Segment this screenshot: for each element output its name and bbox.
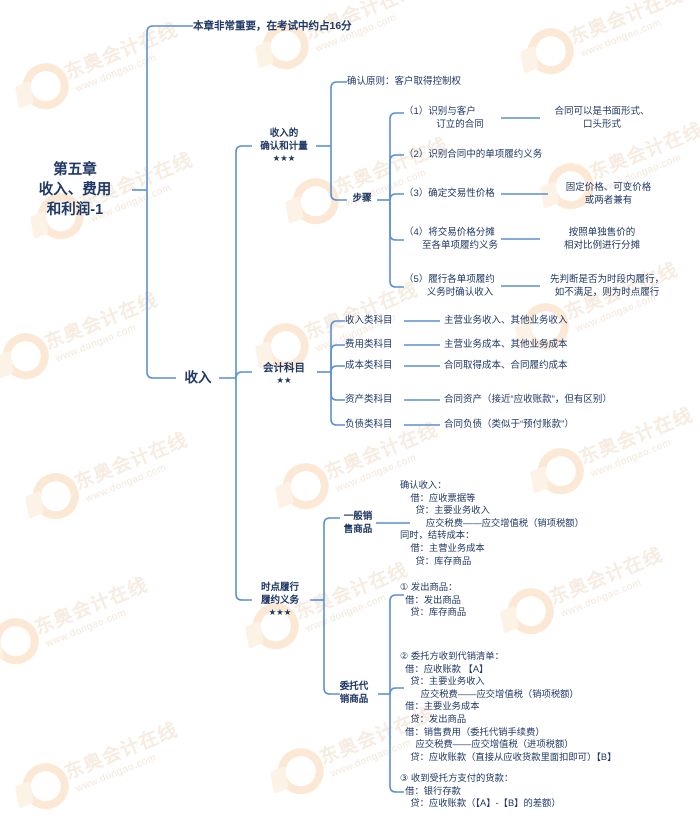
account-row-detail: 合同资产（接近“应收账款”，但有区别）: [444, 394, 612, 405]
step-item[interactable]: （3）确定交易性价格: [404, 188, 495, 199]
node-recognition-stars: ★★★: [272, 153, 296, 163]
line-account-row-5: [330, 372, 345, 426]
step-item[interactable]: （4）将交易价格分摊 至各单项履约义务: [404, 226, 502, 252]
root-line-3: 和利润-1: [46, 202, 104, 218]
line-account-row-3: [330, 365, 345, 373]
account-row-name[interactable]: 成本类科目: [345, 360, 393, 371]
top-note: 本章非常重要，在考试中约占16分: [193, 20, 352, 32]
node-accounts-label: 会计科目: [263, 362, 305, 374]
step-label-line-1: （5）履行各单项履约: [404, 274, 495, 285]
line-consignment-block-1: [389, 594, 404, 694]
step-item[interactable]: （5）履行各单项履约 义务时确认收入: [404, 273, 502, 299]
line-revenue-to-point: [235, 378, 252, 601]
step-detail-line-2: 如不满足，则为时点履行: [554, 287, 660, 298]
node-general-sale[interactable]: 一般销 售商品: [340, 511, 376, 536]
branch-revenue[interactable]: 收入: [184, 370, 212, 385]
step-detail: 合同可以是书面形式、 口头形式: [537, 105, 667, 131]
step-detail-line-1: 先判断是否为时段内履行，: [549, 274, 664, 285]
step-detail: 固定价格、可变价格 或两者兼有: [546, 181, 671, 207]
line-revenue-to-recognition: [235, 145, 252, 378]
root-line-1: 第五章: [53, 162, 97, 178]
consignment-block: ① 发出商品： 借：发出商品 贷：库存商品: [400, 582, 467, 618]
line-account-row-1: [330, 320, 345, 372]
line-revenue-to-accounts: [235, 371, 252, 379]
root-node[interactable]: 第五章 收入、费用 和利润-1: [18, 160, 132, 220]
node-recognition[interactable]: 收入的 确认和计量 ★★★: [250, 128, 318, 163]
node-steps[interactable]: 步骤: [352, 193, 372, 204]
step-label-line-1: （4）将交易价格分摊: [404, 227, 495, 238]
line-consignment-block-3: [389, 694, 404, 793]
line-step-1: [389, 112, 404, 200]
account-row-name[interactable]: 资产类科目: [345, 394, 393, 405]
node-consignment[interactable]: 委托代 销商品: [330, 681, 378, 706]
step-detail: 先判断是否为时段内履行， 如不满足，则为时点履行: [534, 273, 680, 299]
line-step-3: [389, 193, 404, 201]
node-accounts[interactable]: 会计科目 ★★: [251, 362, 317, 385]
account-row-detail: 合同取得成本、合同履约成本: [444, 360, 568, 371]
step-detail-line-2: 口头形式: [582, 119, 621, 130]
node-general-sale-line-2: 售商品: [343, 523, 373, 535]
recognition-principle: 确认原则：客户取得控制权: [347, 76, 462, 87]
line-step-5: [389, 200, 404, 288]
step-label-line-2: 订立的合同: [436, 119, 484, 130]
account-row-detail: 主营业务收入、其他业务收入: [444, 315, 568, 326]
account-row-detail: 主营业务成本、其他业务成本: [444, 339, 568, 350]
node-point-line-1: 时点履行: [260, 582, 299, 593]
node-point-in-time[interactable]: 时点履行 履约义务 ★★★: [250, 582, 310, 617]
step-detail-line-1: 合同可以是书面形式、: [554, 106, 650, 117]
node-point-stars: ★★★: [268, 607, 292, 617]
line-point-to-consignment: [323, 600, 340, 695]
node-recognition-line-2: 确认和计量: [260, 140, 308, 152]
account-row-detail: 合同负债（类似于“预付账款”）: [444, 419, 574, 430]
step-label-line-2: 义务时确认收入: [426, 287, 494, 298]
line-step-2: [389, 154, 404, 200]
line-account-row-4: [330, 372, 345, 401]
root-line-2: 收入、费用: [38, 182, 112, 198]
node-recognition-line-1: 收入的: [269, 128, 299, 139]
line-account-row-2: [330, 344, 345, 372]
step-detail: 按照单独售价的 相对比例进行分摊: [537, 226, 667, 252]
step-detail-line-1: 固定价格、可变价格: [565, 182, 652, 193]
node-point-line-2: 履约义务: [260, 594, 299, 606]
step-detail-line-2: 相对比例进行分摊: [563, 240, 640, 251]
node-accounts-stars: ★★: [276, 374, 292, 385]
consignment-block: ③ 收到受托方支付的货款： 借：银行存款 贷：应收账款（【A】-【B】的差额）: [400, 773, 561, 809]
node-general-sale-line-1: 一般销: [343, 511, 373, 522]
line-consignment-block-2: [389, 687, 404, 695]
line-recognition-to-steps: [330, 146, 347, 201]
line-point-to-general: [323, 517, 340, 600]
step-item[interactable]: （2）识别合同中的单项履约义务: [404, 149, 543, 160]
general-sale-entry: 确认收入： 借：应收票据等 贷：主要业务收入 应交税费——应交增值税（销项税额）…: [400, 480, 584, 566]
account-row-name[interactable]: 收入类科目: [345, 315, 393, 326]
account-row-name[interactable]: 负债类科目: [345, 419, 393, 430]
node-consignment-line-1: 委托代: [339, 681, 369, 692]
line-root-to-revenue: [146, 190, 176, 379]
account-row-name[interactable]: 费用类科目: [345, 339, 393, 350]
step-label-line-1: （1）识别与客户: [404, 106, 476, 117]
step-item[interactable]: （1）识别与客户 订立的合同: [404, 105, 502, 131]
consignment-block: ② 委托方收到代销清单： 借：应收账款 【A】 贷：主要业务收入 应交税费——应…: [400, 651, 617, 762]
step-label-line-2: 至各单项履约义务: [421, 240, 498, 251]
node-consignment-line-2: 销商品: [339, 693, 369, 705]
line-recognition-to-principle: [330, 81, 347, 146]
line-root-to-note: [146, 25, 193, 190]
step-detail-line-2: 或两者兼有: [584, 195, 633, 206]
line-step-4: [389, 200, 404, 241]
step-detail-line-1: 按照单独售价的: [568, 227, 636, 238]
